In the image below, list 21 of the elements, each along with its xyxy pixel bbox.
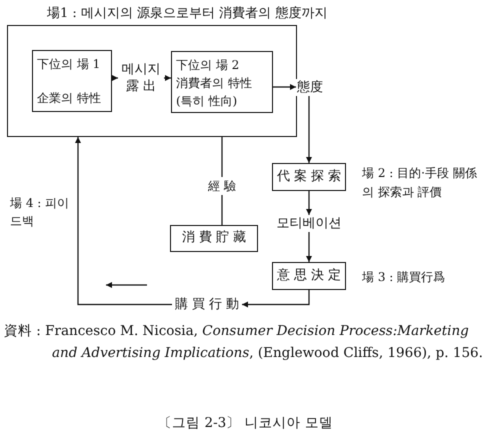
connector bbox=[164, 75, 171, 81]
connector bbox=[306, 96, 312, 163]
process-box: 意 思 決 定 bbox=[272, 262, 346, 290]
flow-text: 모티베이션 bbox=[276, 215, 342, 232]
connector bbox=[75, 137, 172, 306]
side-note: 場 2 : 目的·手段 關係의 探索과 評價 bbox=[362, 165, 478, 201]
connector bbox=[306, 232, 312, 262]
source-note: 資料 : Francesco M. Nicosia, Consumer Decision Process:Marketing and Advertising Implications, (Englewood Cliffs, 1966), p. 156. bbox=[4, 322, 484, 363]
connector bbox=[112, 75, 118, 81]
process-box: 消 費 貯 藏 bbox=[170, 225, 258, 252]
box-heading: 場1 : 메시지의 源泉으로부터 消費者의 態度까지 bbox=[47, 5, 328, 22]
process-box: 下位의 場 2 消費者의 特性 (특히 性向) bbox=[171, 51, 273, 113]
process-box: 代 案 探 索 bbox=[272, 163, 346, 191]
connector bbox=[273, 84, 296, 90]
flow-text: 態度 bbox=[296, 79, 324, 96]
connector bbox=[242, 290, 310, 308]
edge-label: 場 4 : 피이드백 bbox=[10, 195, 70, 230]
process-box: 下位의 場 1 企業의 特性 bbox=[32, 50, 112, 112]
side-note: 場 3 : 購買行爲 bbox=[362, 269, 446, 286]
connector bbox=[306, 191, 312, 215]
figure-caption: 〔그림 2-3〕 니코시아 모델 bbox=[157, 414, 334, 432]
